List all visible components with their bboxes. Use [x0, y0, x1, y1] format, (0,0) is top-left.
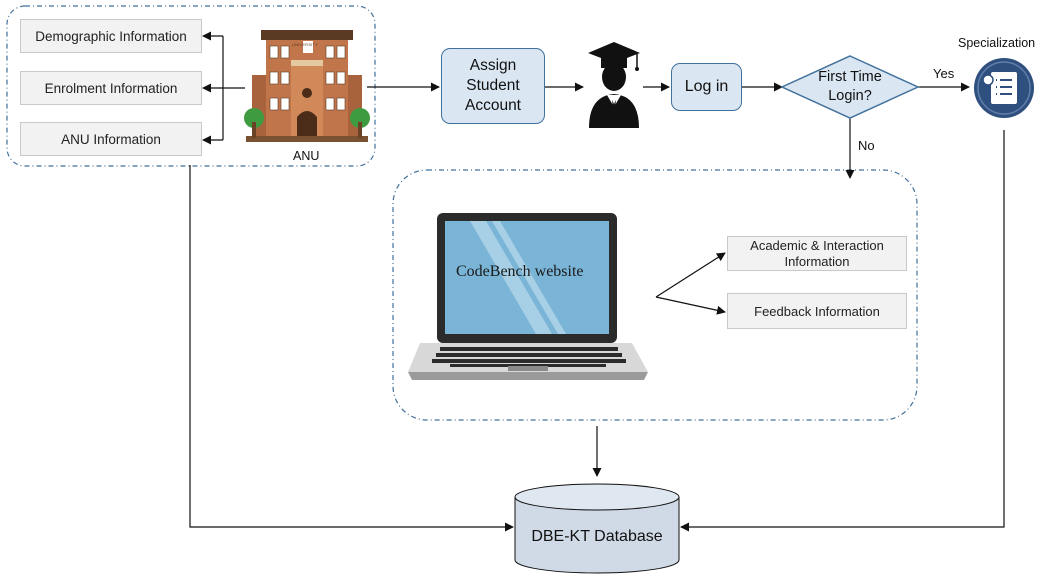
codebench-group-border — [392, 169, 918, 421]
academic-interaction-information-box: Academic & Interaction Information — [727, 236, 907, 271]
feedback-information-label: Feedback Information — [754, 303, 880, 319]
anu-label: ANU — [293, 149, 320, 163]
dbe-kt-database-label: DBE-KT Database — [531, 528, 663, 545]
university-sign: UNIVERSITY — [292, 42, 319, 47]
feedback-information-box: Feedback Information — [727, 293, 907, 329]
dbe-kt-database-label-box: DBE-KT Database — [515, 522, 679, 552]
codebench-website-label: CodeBench website — [456, 263, 584, 280]
anu-group-border — [6, 5, 376, 167]
log-in-box: Log in — [671, 63, 742, 111]
assign-line-3: Account — [464, 97, 521, 114]
assign-line-2: Student — [466, 77, 520, 94]
main-flow-arrows — [189, 82, 1005, 532]
laptop-icon — [408, 213, 648, 380]
anu-information-box: ANU Information — [20, 122, 202, 156]
database-cylinder-icon — [514, 483, 680, 574]
no-label: No — [858, 138, 875, 153]
academic-line-1: Academic & Interaction — [750, 237, 884, 253]
enrolment-information-box: Enrolment Information — [20, 71, 202, 105]
log-in-label: Log in — [684, 78, 729, 95]
decision-line-1: First Time — [818, 69, 882, 85]
first-time-login-decision — [780, 55, 920, 119]
demographic-information-box: Demographic Information — [20, 19, 202, 53]
assign-student-account-box: Assign Student Account — [441, 48, 545, 124]
university-building-icon — [244, 30, 370, 142]
assign-line-1: Assign — [469, 57, 517, 74]
graduate-student-icon — [588, 42, 640, 128]
anu-information-label: ANU Information — [61, 131, 161, 147]
decision-line-2: Login? — [828, 88, 872, 104]
anu-info-connectors — [202, 31, 245, 145]
specialization-icon — [974, 58, 1034, 118]
decision-text: First Time Login? — [790, 68, 910, 106]
yes-label: Yes — [933, 66, 955, 81]
demographic-information-label: Demographic Information — [35, 28, 187, 44]
enrolment-information-label: Enrolment Information — [44, 80, 178, 96]
academic-line-2: Information — [784, 253, 850, 269]
specialization-label: Specialization — [958, 36, 1036, 50]
